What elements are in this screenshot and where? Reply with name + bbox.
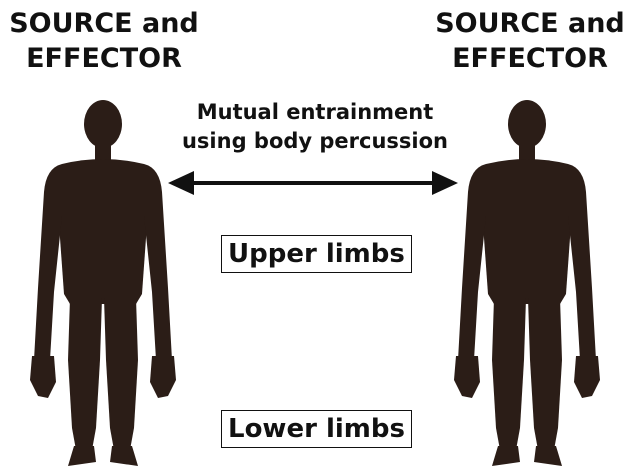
bidirectional-arrow bbox=[168, 170, 458, 196]
caption-line2: using body percussion bbox=[150, 127, 480, 156]
caption-line1: Mutual entrainment bbox=[150, 98, 480, 127]
right-heading-line1: SOURCE and bbox=[430, 6, 630, 41]
lower-limbs-label: Lower limbs bbox=[221, 410, 412, 448]
left-heading-line1: SOURCE and bbox=[4, 6, 204, 41]
arrow-head-left bbox=[168, 171, 194, 195]
left-heading-line2: EFFECTOR bbox=[4, 41, 204, 76]
left-person-heading: SOURCE and EFFECTOR bbox=[4, 6, 204, 76]
right-person-heading: SOURCE and EFFECTOR bbox=[430, 6, 630, 76]
entrainment-caption: Mutual entrainment using body percussion bbox=[150, 98, 480, 156]
right-heading-line2: EFFECTOR bbox=[430, 41, 630, 76]
arrow-head-right bbox=[432, 171, 458, 195]
upper-limbs-label: Upper limbs bbox=[221, 235, 412, 273]
